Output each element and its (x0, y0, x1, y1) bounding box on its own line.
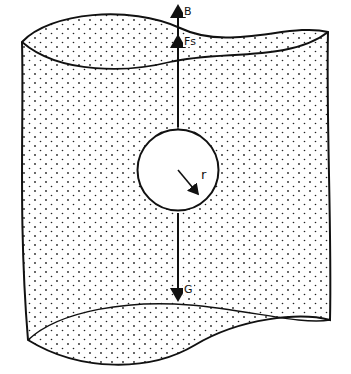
gravity-arrow (177, 213, 179, 300)
force-label: G (183, 284, 194, 295)
bottom-surface (28, 304, 330, 340)
fluid-outline (22, 14, 330, 364)
force-label: B (183, 6, 193, 17)
drag-arrow (177, 36, 179, 60)
radius-arrow (178, 170, 198, 194)
top-surface (22, 32, 328, 69)
sphere: r (136, 128, 220, 212)
radius-label: r (200, 168, 207, 181)
buoyancy-arrow (177, 6, 179, 127)
force-label: Fs (183, 36, 197, 47)
sphere-outline (136, 128, 220, 212)
